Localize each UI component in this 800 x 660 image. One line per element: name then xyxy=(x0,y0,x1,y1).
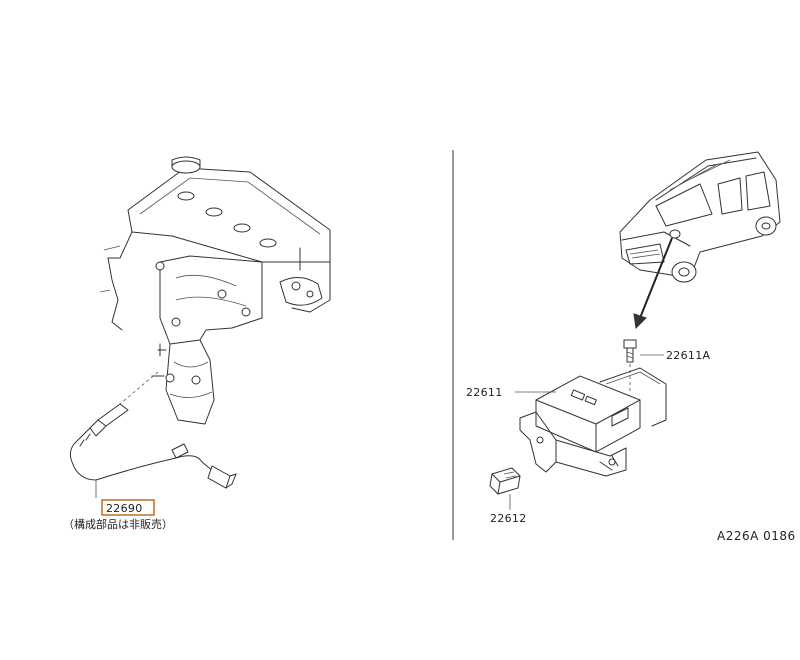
clip-22612 xyxy=(489,467,521,495)
not-sold-note: （構成部品は非販売） xyxy=(63,517,173,531)
part-number-22611a: 22611A xyxy=(666,349,710,362)
part-label-22612[interactable]: 22612 xyxy=(490,494,527,525)
engine-illustration xyxy=(99,156,331,425)
part-number-22611: 22611 xyxy=(466,386,503,399)
part-number-22690: 22690 xyxy=(106,502,143,515)
part-label-22690[interactable]: 22690 xyxy=(95,480,155,516)
vehicle-illustration xyxy=(619,151,781,283)
part-label-22611a[interactable]: 22611A xyxy=(640,349,710,362)
part-label-22611[interactable]: 22611 xyxy=(466,386,556,399)
mounting-bracket xyxy=(519,411,627,477)
control-unit-22611 xyxy=(535,367,667,453)
oxygen-sensor xyxy=(69,403,237,489)
diagram-reference-code: A226A 0186 xyxy=(717,529,796,543)
highlight-box xyxy=(101,499,155,516)
location-arrow xyxy=(633,237,673,330)
bolt-22611a xyxy=(623,339,637,392)
part-number-22612: 22612 xyxy=(490,512,527,525)
